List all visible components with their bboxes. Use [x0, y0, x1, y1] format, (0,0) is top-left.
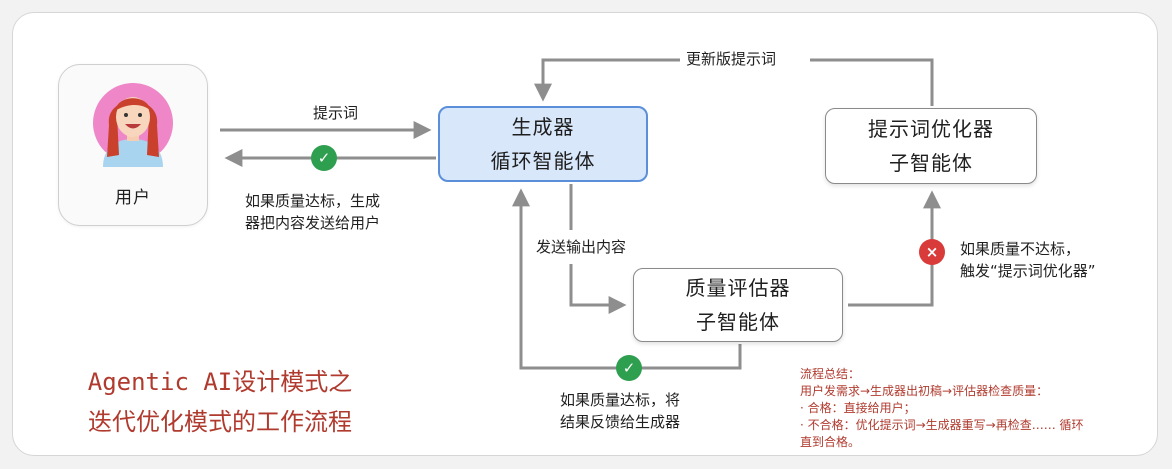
label-fail-trigger: 如果质量不达标， 触发“提示词优化器”	[960, 238, 1140, 282]
diagram-title: Agentic AI设计模式之 迭代优化模式的工作流程	[40, 362, 400, 442]
summary-line: 流程总结：	[800, 367, 861, 381]
label-line: 如果质量达标，生成	[245, 192, 381, 210]
label-line: 触发“提示词优化器”	[960, 262, 1096, 280]
cross-icon: ×	[919, 239, 945, 265]
summary-line: · 合格：直接给用户；	[800, 401, 916, 415]
title-line: 迭代优化模式的工作流程	[88, 408, 352, 436]
label-success-to-user: 如果质量达标，生成 器把内容发送给用户	[245, 190, 425, 234]
user-avatar-icon	[93, 83, 173, 167]
label-send-output: 发送输出内容	[536, 238, 627, 256]
label-prompt: 提示词	[313, 104, 359, 122]
check-icon: ✓	[616, 355, 642, 381]
label-line: 如果质量不达标，	[960, 240, 1081, 258]
label-updated-prompt: 更新版提示词	[686, 50, 777, 68]
summary-line: 直到合格。	[800, 435, 861, 449]
user-label: 用户	[115, 188, 151, 208]
label-line: 如果质量达标，将	[560, 391, 681, 409]
evaluator-subtitle: 子智能体	[696, 310, 780, 334]
evaluator-title: 质量评估器	[685, 276, 791, 300]
optimizer-subtitle: 子智能体	[889, 151, 973, 175]
check-icon: ✓	[311, 145, 337, 171]
node-user: 用户	[58, 64, 208, 226]
node-generator: 生成器 循环智能体	[438, 106, 648, 182]
edge-top-loop	[543, 58, 934, 106]
label-feedback: 如果质量达标，将 结果反馈给生成器	[560, 389, 740, 433]
generator-subtitle: 循环智能体	[490, 149, 596, 173]
summary-line: 用户发需求→生成器出初稿→评估器检查质量：	[800, 384, 1049, 398]
process-summary: 流程总结： 用户发需求→生成器出初稿→评估器检查质量： · 合格：直接给用户； …	[800, 366, 1150, 451]
generator-title: 生成器	[511, 115, 575, 139]
optimizer-title: 提示词优化器	[868, 117, 994, 141]
summary-line: · 不合格：优化提示词→生成器重写→再检查…… 循环	[800, 418, 1084, 432]
label-line: 结果反馈给生成器	[560, 413, 681, 431]
edge-send-output	[569, 184, 623, 305]
label-line: 器把内容发送给用户	[245, 214, 381, 232]
node-prompt-optimizer: 提示词优化器 子智能体	[825, 108, 1037, 184]
title-line: Agentic AI设计模式之	[87, 368, 353, 396]
edge-fail-trigger	[848, 190, 941, 307]
node-quality-evaluator: 质量评估器 子智能体	[633, 268, 843, 342]
